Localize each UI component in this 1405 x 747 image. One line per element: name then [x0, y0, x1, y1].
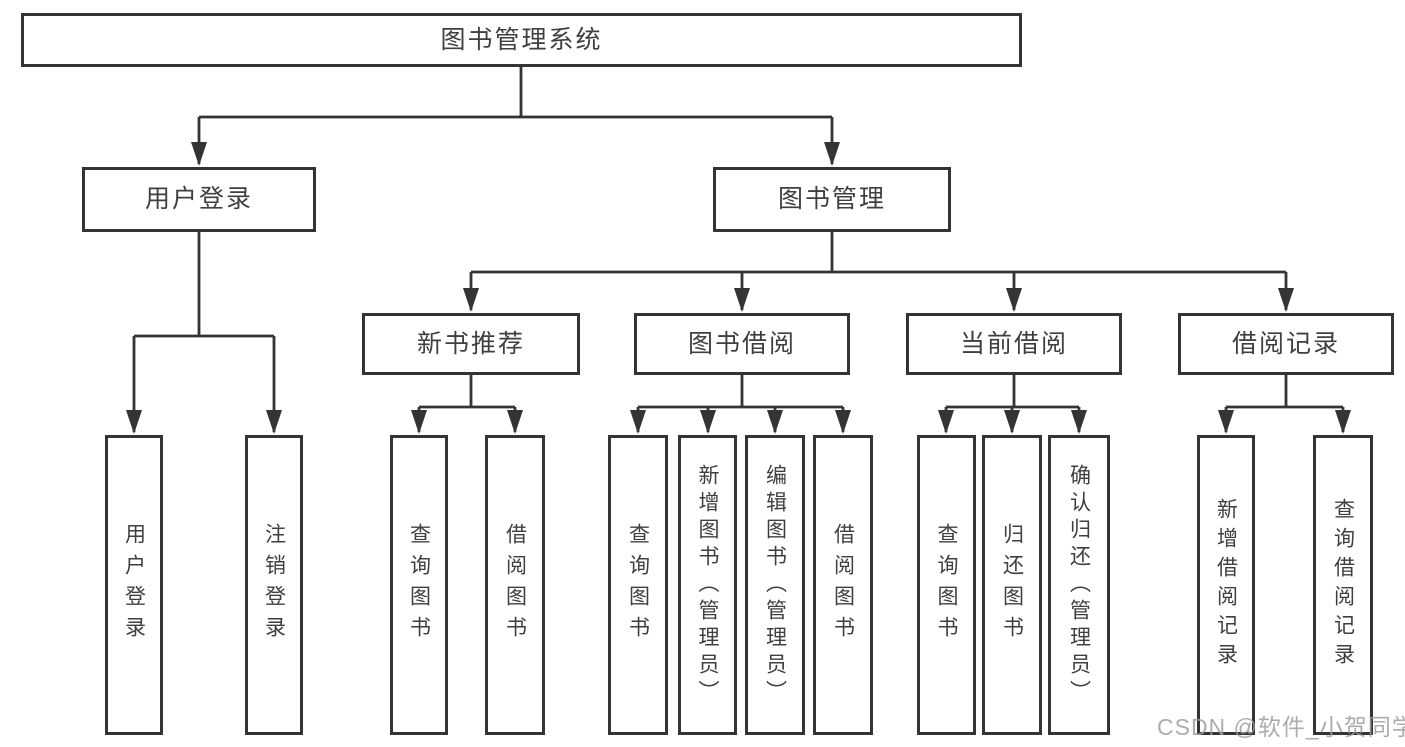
- leaf-cb-confirm-return-admin: 确认归还（管理员）: [1048, 435, 1110, 735]
- leaf-cb-query-books: 查询图书: [917, 435, 976, 735]
- node-root-title: 图书管理系统: [21, 13, 1022, 67]
- leaf-bb-borrow-books: 借阅图书: [813, 435, 873, 735]
- connector-user-stem: [134, 232, 274, 338]
- leaf-bb-edit-books-admin: 编辑图书（管理员）: [745, 435, 805, 735]
- connector-records-stem: [1226, 375, 1343, 409]
- leaf-br-query-borrow-record: 查询借阅记录: [1313, 435, 1373, 735]
- leaf-nb-query-books: 查询图书: [390, 435, 448, 735]
- connector-root-stem: [199, 67, 832, 119]
- node-current-borrowing: 当前借阅: [906, 313, 1122, 375]
- connector-newbook-stem: [419, 375, 515, 409]
- connector-book-stem: [471, 232, 1286, 274]
- node-book-management-branch: 图书管理: [713, 167, 951, 232]
- leaf-nb-borrow-books: 借阅图书: [485, 435, 545, 735]
- node-borrowing-records: 借阅记录: [1178, 313, 1394, 375]
- connector-current-stem: [946, 375, 1079, 409]
- leaf-br-add-borrow-record: 新增借阅记录: [1197, 435, 1255, 735]
- csdn-watermark: CSDN @软件_小贺同学: [1157, 714, 1405, 740]
- connector-borrowing-stem: [638, 375, 843, 409]
- leaf-bb-query-books: 查询图书: [608, 435, 668, 735]
- leaf-bb-add-books-admin: 新增图书（管理员）: [678, 435, 737, 735]
- node-book-borrowing: 图书借阅: [634, 313, 850, 375]
- node-user-login-branch: 用户登录: [82, 167, 316, 232]
- leaf-logout: 注销登录: [245, 435, 303, 735]
- node-new-book-recommendation: 新书推荐: [362, 313, 580, 375]
- leaf-cb-return-books: 归还图书: [982, 435, 1042, 735]
- leaf-user-login: 用户登录: [105, 435, 163, 735]
